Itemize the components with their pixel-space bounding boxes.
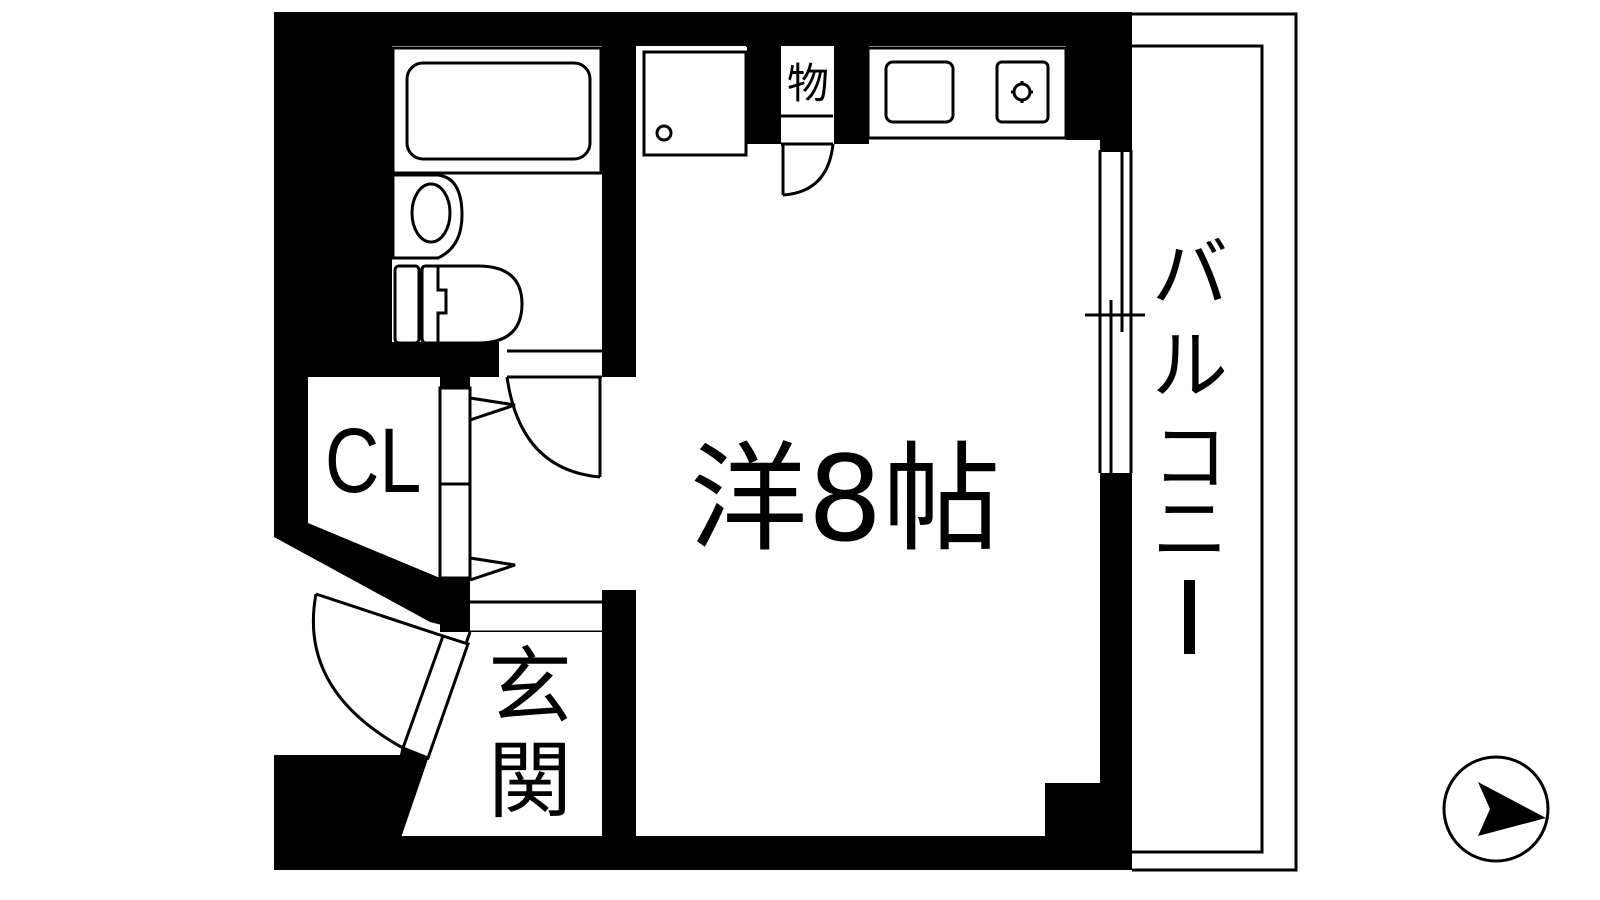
entrance: 玄 関 <box>398 600 602 837</box>
washbasin-frame <box>391 173 464 260</box>
entrance-label-2: 関 <box>488 732 572 830</box>
compass-icon <box>1442 755 1550 863</box>
toilet-tank-icon <box>393 264 421 345</box>
door-swing-arc <box>311 593 404 750</box>
main-room-label: 洋8帖 <box>689 430 1000 568</box>
svg-text:ル: ル <box>1152 321 1228 410</box>
walls <box>274 12 1132 870</box>
bathtub-icon <box>405 61 592 161</box>
washbasin-icon <box>410 182 452 244</box>
bathtub-frame <box>391 46 603 175</box>
drain-icon <box>655 124 673 142</box>
svg-text:バ: バ <box>1152 229 1228 318</box>
balcony-label: バ ル コ ニ <box>1152 229 1228 654</box>
svg-text:ニ: ニ <box>1152 485 1228 574</box>
front-door[interactable] <box>311 592 470 760</box>
kitchen-counter <box>866 46 1068 140</box>
storage-door-arc <box>782 143 835 197</box>
washing-machine-pan <box>637 47 748 157</box>
toilet-bowl-icon <box>420 264 524 345</box>
storage: 物 <box>781 46 835 197</box>
balcony-window[interactable] <box>1085 150 1145 473</box>
bath-door <box>505 349 602 479</box>
balcony <box>1132 12 1298 872</box>
gas-stove-icon <box>995 60 1050 124</box>
storage-label: 物 <box>787 59 829 108</box>
long-vowel-mark <box>1184 580 1195 654</box>
folding-door-icon <box>469 556 516 582</box>
closet: CL <box>325 386 516 582</box>
folding-door-icon <box>469 396 516 422</box>
closet-label: CL <box>325 409 421 512</box>
entrance-label-1: 玄 <box>488 638 572 736</box>
kitchen-sink-icon <box>884 60 955 124</box>
svg-text:コ: コ <box>1152 413 1228 502</box>
door-swing-arc <box>505 376 601 479</box>
bathroom <box>391 46 603 345</box>
